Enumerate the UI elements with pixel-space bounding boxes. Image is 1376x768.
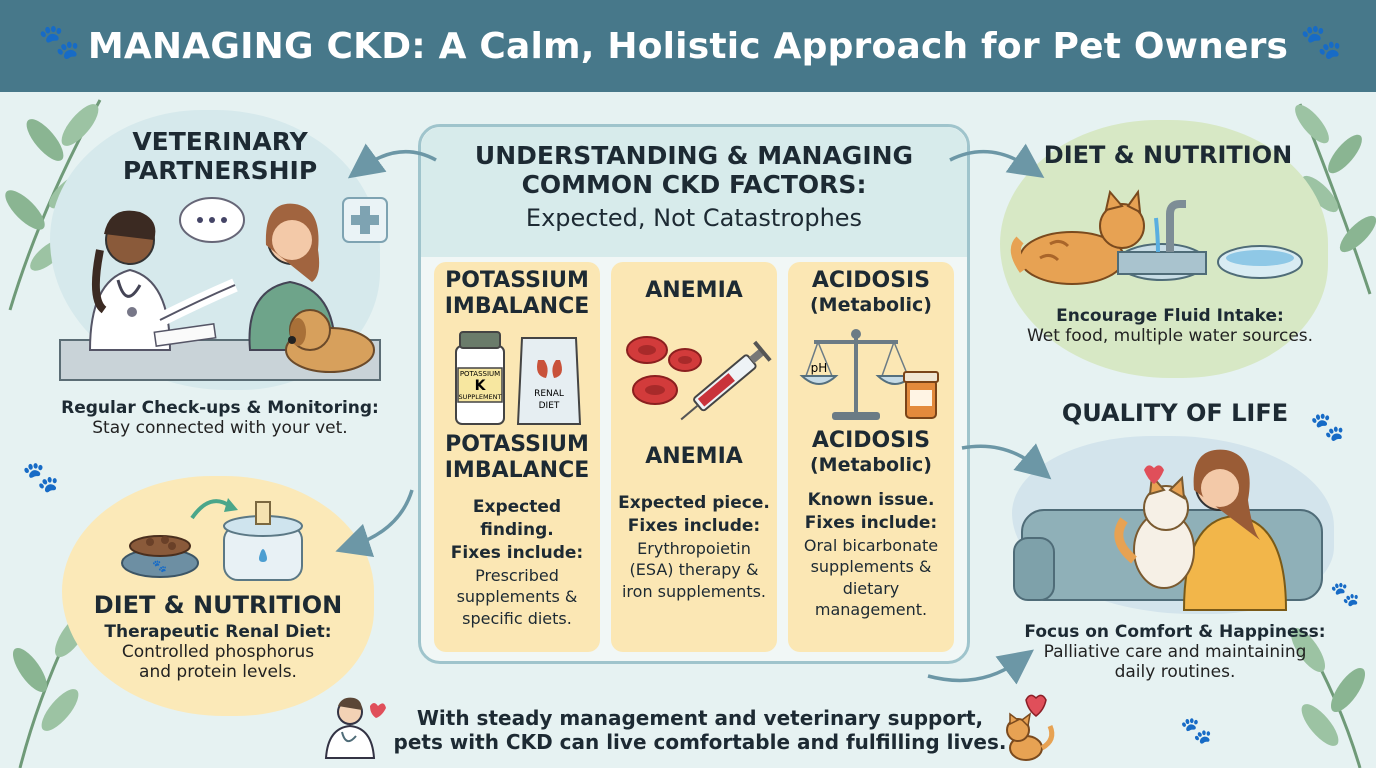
food-and-fountain-illustration: 🐾 — [121, 498, 303, 581]
paw-icon: 🐾 — [22, 460, 60, 495]
center-title-line2: COMMON CKD FACTORS: — [521, 169, 867, 199]
vet-caption-bold: Regular Check-ups & Monitoring: — [61, 398, 379, 418]
acidosis-column-content: ACIDOSIS (Metabolic) pH ACIDOSIS (Metabo… — [788, 268, 954, 621]
anemia-fixes-line3: iron supplements. — [621, 582, 767, 602]
anemia-finding: Expected piece. — [618, 493, 770, 513]
potassium-finding: Expected finding. — [472, 496, 562, 540]
potassium-label-line2: IMBALANCE — [444, 457, 590, 483]
acidosis-label-line2: (Metabolic) — [809, 454, 932, 477]
quality-caption-bold: Focus on Comfort & Happiness: — [1024, 622, 1326, 642]
acidosis-column — [788, 262, 954, 652]
anemia-column — [611, 262, 777, 652]
owner-hugging-cat-illustration — [1013, 449, 1323, 611]
cat-heart-icon — [1006, 694, 1055, 761]
leaf-decoration-bottom-right — [1290, 627, 1366, 768]
vet-consultation-illustration — [59, 197, 388, 381]
footer-line1: With steady management and veterinary su… — [416, 706, 984, 730]
anemia-label: ANEMIA — [611, 444, 777, 490]
paw-icon: 🐾 — [1180, 716, 1213, 746]
vet-icon — [324, 697, 386, 759]
acidosis-body: Known issue. Fixes include: Oral bicarbo… — [788, 489, 954, 621]
vet-caption-text: Stay connected with your vet. — [92, 418, 348, 438]
acidosis-fixes-label: Fixes include: — [804, 512, 938, 533]
supplement-and-renal-diet-illustration: POTASSIUM K SUPPLEMENT RENAL DIET — [455, 330, 582, 425]
balance-scale-illustration: pH — [799, 329, 939, 421]
center-title-block: UNDERSTANDING & MANAGING COMMON CKD FACT… — [421, 141, 967, 232]
acidosis-finding: Known issue. — [807, 489, 935, 510]
bag-label-2: DIET — [539, 401, 560, 411]
acidosis-fixes-line1: Oral bicarbonate — [803, 535, 939, 555]
vet-caption: Regular Check-ups & Monitoring: Stay con… — [50, 398, 390, 438]
potassium-fixes-line2: supplements & — [456, 587, 578, 607]
svg-text:🐾: 🐾 — [152, 559, 167, 573]
footer-message: With steady management and veterinary su… — [360, 706, 1040, 754]
quality-caption-line1: Palliative care and maintaining — [1043, 642, 1307, 662]
quality-caption-line2: daily routines. — [1114, 662, 1236, 682]
leaf-decoration-top-right — [1295, 103, 1376, 295]
paw-icon: 🐾 — [1310, 410, 1345, 443]
diet-right-caption-text: Wet food, multiple water sources. — [1026, 326, 1314, 346]
potassium-fixes-line1: Prescribed — [475, 565, 559, 585]
potassium-title-line2: IMBALANCE — [444, 293, 590, 319]
paw-icon: 🐾 — [1300, 22, 1343, 62]
diet-left-background — [62, 476, 374, 716]
anemia-column-content: ANEMIA ANEMIA Expected piece. Fixes incl… — [611, 268, 777, 603]
acidosis-title: ACIDOSIS (Metabolic) — [788, 268, 954, 316]
center-subtitle: Expected, Not Catastrophes — [525, 203, 863, 232]
diet-left-caption-bold: Therapeutic Renal Diet: — [104, 621, 332, 642]
potassium-title-line1: POTASSIUM — [445, 268, 589, 293]
anemia-body: Expected piece. Fixes include: Erythropo… — [611, 492, 777, 603]
bottle-label-1: POTASSIUM — [460, 370, 500, 378]
diet-left-caption-line2: and protein levels. — [139, 661, 297, 682]
anemia-label-line1: ANEMIA — [645, 444, 743, 469]
vet-section-title: VETERINARY PARTNERSHIP — [100, 127, 340, 186]
anemia-fixes-label: Fixes include: — [627, 515, 761, 536]
paw-icon: 🐾 — [38, 22, 81, 62]
header-banner: MANAGING CKD: A Calm, Holistic Approach … — [0, 0, 1376, 92]
anemia-title: ANEMIA — [611, 268, 777, 322]
diet-right-caption-bold: Encourage Fluid Intake: — [1056, 306, 1284, 326]
diet-right-title: DIET & NUTRITION — [1043, 141, 1293, 169]
potassium-label-line1: POTASSIUM — [445, 431, 589, 457]
potassium-body: Expected finding. Fixes include: Prescri… — [434, 496, 600, 630]
anemia-title-line1: ANEMIA — [645, 278, 743, 303]
footer-line2: pets with CKD can live comfortable and f… — [393, 730, 1007, 754]
quality-title: QUALITY OF LIFE — [1061, 399, 1289, 427]
bottle-label-2: K — [475, 378, 487, 394]
center-panel-header — [421, 127, 967, 257]
potassium-fixes-label: Fixes include: — [450, 542, 584, 563]
acidosis-label-line1: ACIDOSIS — [811, 428, 931, 454]
diet-left-text: DIET & NUTRITION Therapeutic Renal Diet:… — [70, 591, 366, 682]
diet-left-caption-line1: Controlled phosphorus — [121, 641, 315, 662]
paw-icon: 🐾 — [1330, 580, 1360, 608]
diet-right-caption: Encourage Fluid Intake: Wet food, multip… — [1000, 306, 1340, 346]
blood-cells-syringe-illustration — [626, 336, 772, 421]
acidosis-title-line2: (Metabolic) — [809, 293, 932, 316]
diet-left-title: DIET & NUTRITION — [93, 591, 343, 619]
vet-title-line1: VETERINARY — [132, 127, 308, 156]
page-title: MANAGING CKD: A Calm, Holistic Approach … — [87, 25, 1289, 67]
acidosis-fixes-line3: dietary management. — [814, 578, 928, 620]
bottle-label-3: SUPPLEMENT — [459, 393, 502, 401]
acidosis-label: ACIDOSIS (Metabolic) — [788, 428, 954, 476]
acidosis-fixes-line2: supplements & — [810, 557, 932, 577]
vet-title-line2: PARTNERSHIP — [122, 155, 318, 185]
acidosis-title-line1: ACIDOSIS — [811, 268, 931, 293]
anemia-fixes-line1: Erythropoietin — [637, 538, 751, 558]
quality-caption: Focus on Comfort & Happiness: Palliative… — [1000, 622, 1350, 682]
center-title-line1: UNDERSTANDING & MANAGING — [474, 141, 914, 170]
scale-ph-label: pH — [811, 361, 828, 375]
potassium-column — [434, 262, 600, 652]
anemia-fixes-line2: (ESA) therapy & — [629, 560, 759, 580]
potassium-title: POTASSIUM IMBALANCE — [434, 268, 600, 320]
potassium-label: POTASSIUM IMBALANCE — [434, 432, 600, 484]
arrow-to-diet-left — [335, 489, 414, 558]
potassium-fixes-line3: specific diets. — [462, 608, 572, 628]
potassium-column-content: POTASSIUM IMBALANCE POTASSIUM K SUPPLEME… — [434, 268, 600, 629]
cat-drinking-illustration — [1010, 189, 1303, 285]
bag-label-1: RENAL — [534, 389, 564, 399]
